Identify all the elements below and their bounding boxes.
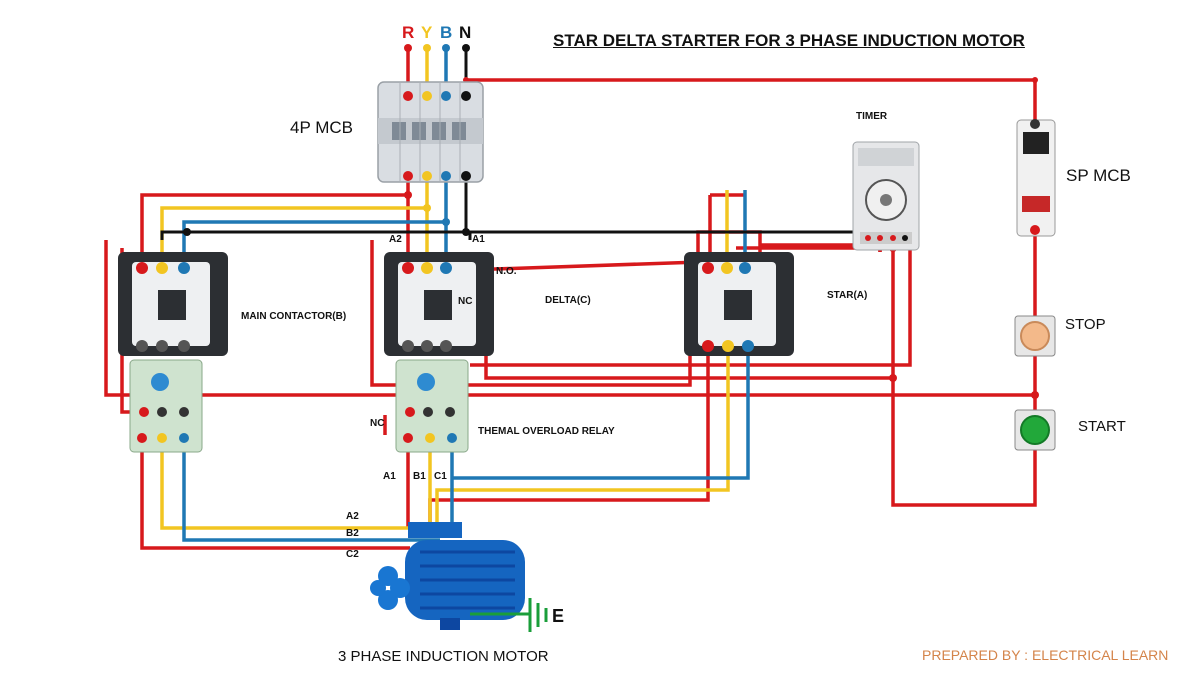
start-button — [1014, 409, 1056, 451]
main-contactor-label: MAIN CONTACTOR(B) — [241, 311, 347, 322]
main-contactor — [118, 252, 228, 356]
terminal-b2-label: B2 — [346, 528, 359, 539]
phase-r-label: R — [402, 23, 415, 42]
delta-contactor-label: DELTA(C) — [545, 295, 591, 306]
diagram-title: STAR DELTA STARTER FOR 3 PHASE INDUCTION… — [553, 31, 1025, 50]
credit-label: PREPARED BY : ELECTRICAL LEARN — [922, 647, 1169, 663]
earth-symbol — [470, 598, 548, 632]
coil-a1-label: A1 — [472, 234, 485, 245]
terminal-b1-label: B1 — [413, 471, 426, 482]
timer-label: TIMER — [856, 111, 888, 122]
blue-wires — [182, 48, 750, 542]
supply-terminals — [404, 44, 470, 52]
four-pole-mcb — [377, 81, 484, 183]
terminal-a1-label: A1 — [383, 471, 396, 482]
stop-button — [1014, 315, 1056, 357]
nc-relay-label: NC — [370, 418, 385, 429]
yellow-wires — [160, 48, 730, 530]
overload-relay-center — [395, 359, 469, 453]
terminal-a2-label: A2 — [346, 511, 359, 522]
phase-y-label: Y — [421, 23, 433, 42]
mcb-4p-label: 4P MCB — [290, 118, 353, 137]
overload-relay-label: THEMAL OVERLOAD RELAY — [478, 426, 615, 437]
stop-label: STOP — [1065, 316, 1106, 333]
star-contactor-label: STAR(A) — [827, 290, 868, 301]
start-label: START — [1078, 418, 1126, 435]
terminal-c1-label: C1 — [434, 471, 447, 482]
timer-device — [852, 141, 920, 251]
phase-b-label: B — [440, 23, 453, 42]
delta-contactor — [384, 252, 494, 356]
three-phase-motor — [370, 522, 525, 630]
earth-label: E — [552, 606, 565, 626]
single-pole-mcb — [1016, 119, 1056, 237]
overload-relay-left — [129, 359, 203, 453]
nc-delta-label: NC — [458, 296, 473, 307]
star-contactor — [684, 252, 794, 356]
coil-a2-label: A2 — [389, 234, 402, 245]
no-contact-label: N.O. — [496, 266, 517, 277]
sp-mcb-label: SP MCB — [1066, 166, 1131, 185]
phase-n-label: N — [459, 23, 472, 42]
terminal-c2-label: C2 — [346, 549, 359, 560]
motor-label: 3 PHASE INDUCTION MOTOR — [338, 648, 549, 665]
